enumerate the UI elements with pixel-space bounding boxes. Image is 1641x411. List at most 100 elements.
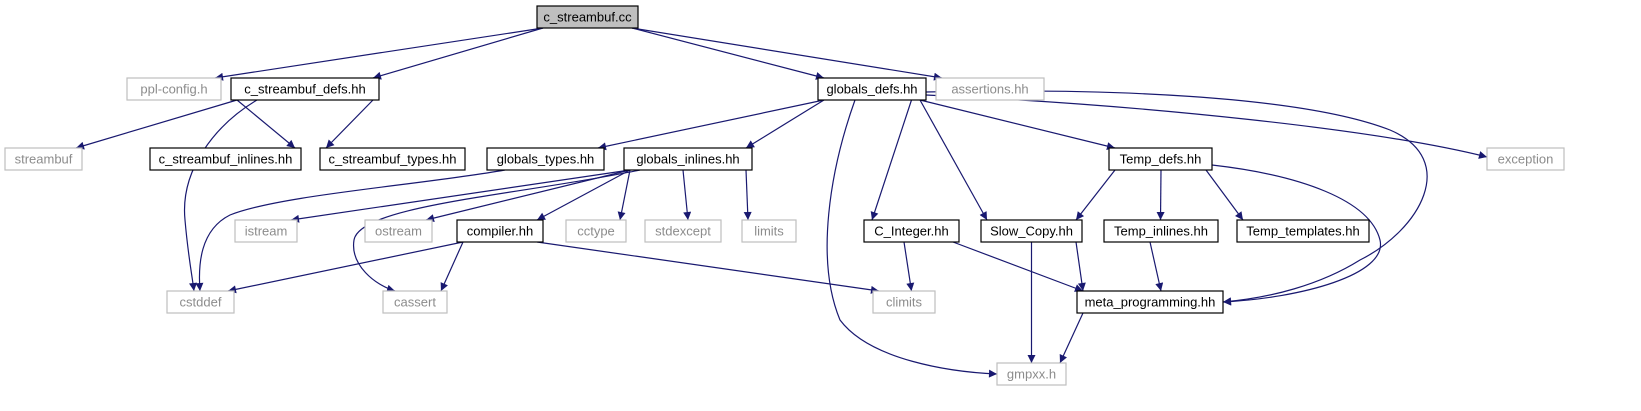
node-slow-copy-hh[interactable]: Slow_Copy.hh xyxy=(980,219,1083,243)
node-exception: exception xyxy=(1486,147,1565,171)
node-c-streambuf-cc[interactable]: c_streambuf.cc xyxy=(536,5,639,29)
node-box xyxy=(623,147,753,171)
node-box xyxy=(536,5,639,29)
edge-c_streambuf_cc-to-c_streambuf_defs_hh xyxy=(372,27,544,80)
node-label: globals_defs.hh xyxy=(826,82,917,97)
node-label: Temp_defs.hh xyxy=(1120,152,1202,167)
node-globals-defs-hh[interactable]: globals_defs.hh xyxy=(817,77,927,101)
edge-c_streambuf_defs_hh-to-c_streambuf_types_hh xyxy=(325,99,374,149)
node-box xyxy=(166,290,235,314)
node-climits: climits xyxy=(872,290,936,314)
edge-globals_types_hh-to-cstddef xyxy=(195,169,506,292)
node-box xyxy=(863,219,960,243)
edge-globals_defs_hh-to-meta_programming_hh xyxy=(925,90,1428,306)
edge-c_streambuf_cc-to-globals_defs_hh xyxy=(631,27,825,80)
node-box xyxy=(935,77,1045,101)
node-label: Temp_templates.hh xyxy=(1246,224,1359,239)
node-box xyxy=(1108,147,1213,171)
edge-globals_defs_hh-to-gmpxx_h xyxy=(826,99,998,378)
node-label: cctype xyxy=(577,224,615,239)
node-cstddef: cstddef xyxy=(166,290,235,314)
edge-globals_defs_hh-to-c_integer_hh xyxy=(870,99,913,221)
edge-temp_defs_hh-to-temp_templates_hh xyxy=(1205,169,1244,221)
node-ostream: ostream xyxy=(364,219,433,243)
edge-compiler_hh-to-cassert xyxy=(440,241,464,292)
node-c-streambuf-inlines-hh[interactable]: c_streambuf_inlines.hh xyxy=(149,147,302,171)
node-label: compiler.hh xyxy=(467,224,533,239)
edge-c_streambuf_cc-to-assertions_hh xyxy=(631,27,943,81)
edge-c_integer_hh-to-climits xyxy=(903,241,915,292)
node-box xyxy=(1486,147,1565,171)
node-box xyxy=(980,219,1083,243)
node-label: C_Integer.hh xyxy=(874,224,948,239)
node-label: climits xyxy=(886,295,923,310)
edge-c_streambuf_defs_hh-to-c_streambuf_inlines_hh xyxy=(236,99,296,149)
edge-slow_copy_hh-to-meta_programming_hh xyxy=(1075,241,1086,292)
node-temp-inlines-hh[interactable]: Temp_inlines.hh xyxy=(1103,219,1219,243)
edge-globals_inlines_hh-to-limits xyxy=(743,169,752,221)
edge-globals_defs_hh-to-temp_defs_hh xyxy=(919,99,1116,150)
node-label: Temp_inlines.hh xyxy=(1114,224,1208,239)
node-label: exception xyxy=(1498,152,1554,167)
edge-c_streambuf_defs_hh-to-cstddef xyxy=(183,99,258,292)
node-limits: limits xyxy=(741,219,797,243)
node-box xyxy=(565,219,627,243)
node-label: streambuf xyxy=(15,152,73,167)
edge-temp_defs_hh-to-temp_inlines_hh xyxy=(1156,169,1165,221)
node-label: Slow_Copy.hh xyxy=(990,224,1073,239)
node-label: globals_types.hh xyxy=(497,152,595,167)
node-globals-types-hh[interactable]: globals_types.hh xyxy=(486,147,605,171)
edge-temp_defs_hh-to-slow_copy_hh xyxy=(1075,169,1116,221)
edge-globals_inlines_hh-to-stdexcept xyxy=(682,169,692,221)
node-cassert: cassert xyxy=(382,290,448,314)
node-stdexcept: stdexcept xyxy=(644,219,722,243)
node-temp-templates-hh[interactable]: Temp_templates.hh xyxy=(1236,219,1370,243)
edge-c_streambuf_cc-to-ppl_config_h xyxy=(214,27,544,81)
node-label: c_streambuf_types.hh xyxy=(329,152,457,167)
edge-c_streambuf_defs_hh-to-streambuf xyxy=(75,99,238,150)
node-c-streambuf-types-hh[interactable]: c_streambuf_types.hh xyxy=(319,147,466,171)
node-box xyxy=(319,147,466,171)
node-streambuf: streambuf xyxy=(4,147,83,171)
node-label: ppl-config.h xyxy=(140,82,207,97)
node-label: cstddef xyxy=(180,295,222,310)
node-ppl-config-h: ppl-config.h xyxy=(126,77,222,101)
node-label: c_streambuf_inlines.hh xyxy=(159,152,293,167)
edge-temp_inlines_hh-to-meta_programming_hh xyxy=(1149,241,1164,292)
node-box xyxy=(149,147,302,171)
node-box xyxy=(486,147,605,171)
node-compiler-hh[interactable]: compiler.hh xyxy=(456,219,544,243)
edge-globals_defs_hh-to-slow_copy_hh xyxy=(919,99,988,221)
node-label: meta_programming.hh xyxy=(1085,295,1216,310)
node-label: cassert xyxy=(394,295,436,310)
node-box xyxy=(456,219,544,243)
node-box xyxy=(230,77,380,101)
edge-compiler_hh-to-climits xyxy=(536,241,880,294)
nodes-layer: c_streambuf.cc ppl-config.h c_streambuf_de… xyxy=(4,5,1565,386)
node-c-streambuf-defs-hh[interactable]: c_streambuf_defs.hh xyxy=(230,77,380,101)
node-label: limits xyxy=(754,224,784,239)
node-box xyxy=(817,77,927,101)
node-box xyxy=(1236,219,1370,243)
node-box xyxy=(382,290,448,314)
node-box xyxy=(126,77,222,101)
node-box xyxy=(364,219,433,243)
node-box xyxy=(741,219,797,243)
node-istream: istream xyxy=(234,219,298,243)
node-box xyxy=(1103,219,1219,243)
node-label: c_streambuf.cc xyxy=(543,10,632,25)
node-assertions-hh: assertions.hh xyxy=(935,77,1045,101)
edge-globals_inlines_hh-to-compiler_hh xyxy=(536,169,631,221)
node-globals-inlines-hh[interactable]: globals_inlines.hh xyxy=(623,147,753,171)
edge-c_integer_hh-to-meta_programming_hh xyxy=(952,241,1084,292)
node-box xyxy=(1076,290,1224,314)
node-meta-programming-hh[interactable]: meta_programming.hh xyxy=(1076,290,1224,314)
edge-meta_programming_hh-to-gmpxx_h xyxy=(1059,312,1084,364)
node-temp-defs-hh[interactable]: Temp_defs.hh xyxy=(1108,147,1213,171)
node-cctype: cctype xyxy=(565,219,627,243)
node-label: c_streambuf_defs.hh xyxy=(244,82,365,97)
edge-globals_inlines_hh-to-cctype xyxy=(617,169,631,221)
node-c-integer-hh[interactable]: C_Integer.hh xyxy=(863,219,960,243)
edge-globals_defs_hh-to-globals_inlines_hh xyxy=(745,99,825,149)
